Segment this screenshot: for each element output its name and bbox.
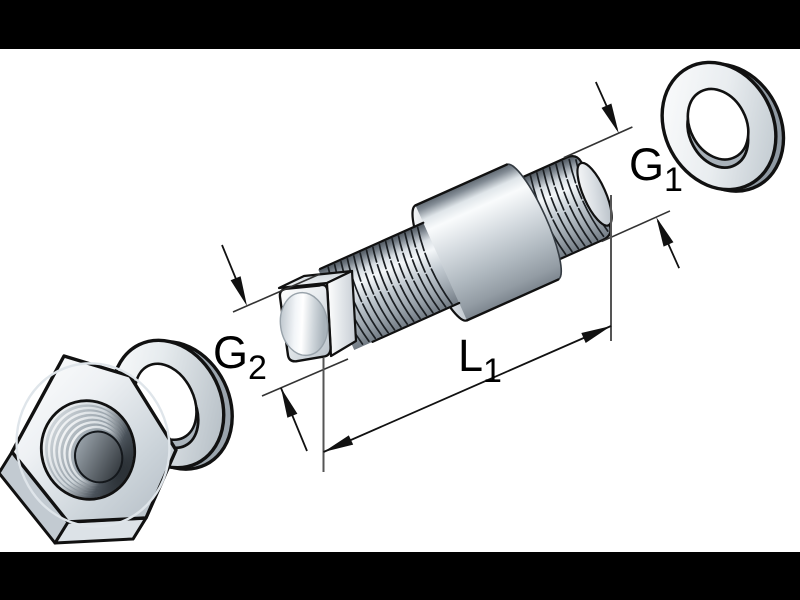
g1-extension-line-bottom [601,210,671,243]
nut-chamfer-ring [15,362,171,528]
g1-extension-line-top [563,126,633,159]
dimension-g2 [221,244,349,452]
l1-arrowhead-left [323,435,354,452]
dimension-l1 [322,195,612,472]
g1-label-subscript: 1 [664,161,683,199]
g2-extension-line-bottom [261,358,349,397]
g2-label: G2 [213,327,267,387]
letterbox-top-bar [0,0,800,49]
square-drive-end [277,269,358,363]
l1-arrowhead-right [581,326,611,343]
g1-arrowhead-top [601,103,619,134]
washer-right [660,60,786,193]
g2-label-base: G [213,327,248,378]
g1-label: G1 [629,139,683,199]
square-face-circle [279,291,329,357]
nut-bore-core [74,430,124,484]
g2-extension-line-top [232,273,321,313]
g2-label-subscript: 2 [248,349,267,387]
l1-label-subscript: 1 [483,352,502,390]
hex-nut [0,354,178,545]
g1-arrowhead-bottom [656,217,674,247]
cylindrical-body [414,163,563,322]
stud [318,155,613,350]
g2-arrowhead-top [230,276,247,306]
stud-end-face [576,161,613,227]
g2-arrowhead-bottom [281,388,298,418]
washer-right-hole [686,87,750,161]
nut-hole-rim [39,399,137,501]
dimension-g1 [563,81,680,269]
l1-dimension-line [323,325,612,453]
nut-bore-threads [39,399,137,501]
l1-label: L1 [458,330,502,390]
letterbox-bottom-bar [0,552,800,600]
g1-label-base: G [629,139,664,190]
l1-label-base: L [458,330,483,381]
